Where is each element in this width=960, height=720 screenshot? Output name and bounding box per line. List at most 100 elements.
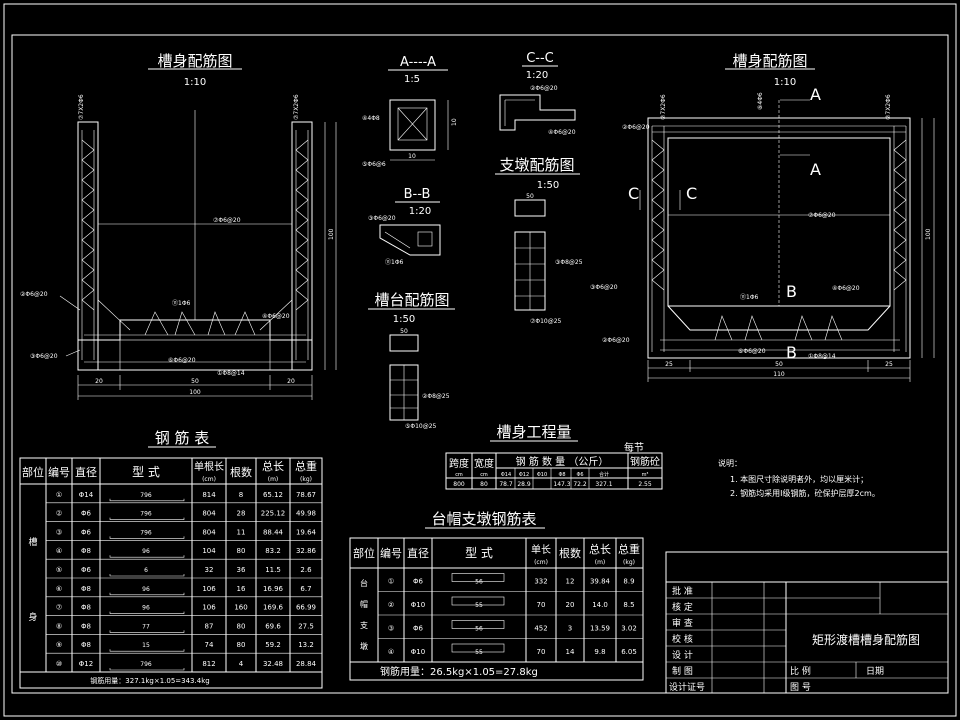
- rebar-cell: 8: [239, 491, 243, 499]
- rebar-cell: 796: [140, 511, 152, 518]
- pier-cell: 13.59: [590, 625, 610, 633]
- pier-cell: ④: [388, 648, 394, 656]
- pier-cell: 55: [475, 649, 483, 656]
- pier-cell: 3.02: [621, 625, 637, 633]
- pier-cell: 39.84: [590, 578, 611, 586]
- section-aa-bar2: ⑤Φ6@6: [362, 161, 386, 168]
- pier-bar2: ⑦Φ10@25: [530, 318, 562, 325]
- rebar-cell: 49.98: [296, 510, 316, 518]
- qty-subheader: cm: [455, 472, 463, 478]
- rebar-cell: 87: [205, 622, 214, 630]
- pier-table-title: 台帽支墩钢筋表: [431, 510, 536, 528]
- rebar-cell: 804: [202, 510, 216, 518]
- pier-col-len-unit: (cm): [534, 559, 548, 566]
- qty-subheader: cm: [480, 472, 488, 478]
- pier-cell: 3: [568, 625, 572, 633]
- rebar-cell: 225.12: [261, 510, 286, 518]
- right-bar4-label: ④Φ6@20: [832, 285, 860, 292]
- rebar-cell: 32.86: [296, 547, 317, 555]
- section-bb-bar3: ③Φ6@20: [368, 215, 396, 222]
- rebar-cell: 80: [237, 547, 246, 555]
- right-view-title: 槽身配筋图: [732, 52, 807, 70]
- rebar-cell: 804: [202, 528, 216, 536]
- left-bar3-label: ③Φ6@20: [30, 353, 58, 360]
- rebar-col-len: 单根长: [194, 460, 224, 473]
- pier-cell: 70: [537, 648, 546, 656]
- title-row-verify: 核 定: [672, 601, 693, 613]
- left-section-view: 槽身配筋图 1:10 ⑦7X2Φ6 ⑦7X2Φ6 ⑦Φ6@20 ②Φ6@20 ③…: [20, 52, 337, 400]
- pier-col-count: 根数: [559, 546, 581, 560]
- right-dim-25a: 25: [665, 361, 673, 368]
- left-bar11-label: ⑪1Φ6: [172, 299, 191, 307]
- rebar-cell: ④: [56, 547, 62, 555]
- pier-part-1: 台: [360, 578, 368, 588]
- pier-col-total-unit: (m): [595, 559, 606, 566]
- pier-table-footer: 钢筋用量：26.5kg×1.05=27.8kg: [380, 665, 538, 678]
- left-dim-50: 50: [191, 378, 199, 385]
- pier-cell: 56: [475, 579, 483, 586]
- rebar-cell: 65.12: [263, 491, 283, 499]
- rebar-shape-sketch: [109, 592, 185, 596]
- rebar-cell: 796: [140, 529, 152, 536]
- right-bar6-label: ⑥Φ6@20: [738, 348, 766, 355]
- rebar-col-shape: 型 式: [132, 465, 160, 479]
- rebar-cell: 19.64: [296, 528, 317, 536]
- title-row-approve: 批 准: [672, 585, 693, 597]
- rebar-cell: Φ14: [79, 491, 94, 499]
- qty-cell: 72.2: [573, 481, 587, 488]
- pier-part-4: 墩: [360, 641, 368, 651]
- title-row-review: 审 查: [672, 617, 693, 629]
- left-bar1-label: ①Φ8@14: [217, 370, 245, 377]
- title-scale-label: 比 例: [790, 665, 811, 677]
- rebar-part-1: 槽: [28, 536, 37, 548]
- section-mark-c-right: C: [686, 184, 697, 203]
- rebar-cell: 796: [140, 661, 152, 668]
- left-bar6-label: ⑥Φ6@20: [168, 357, 196, 364]
- pier-shape-sketch: [451, 573, 505, 582]
- pier-col-part: 部位: [353, 546, 375, 560]
- rebar-cell: 69.6: [265, 622, 281, 630]
- qty-subheader: 合计: [599, 471, 609, 478]
- pier-view-scale: 1:50: [537, 180, 559, 191]
- quantity-table-title: 槽身工程量: [496, 423, 571, 441]
- right-section-view: 槽身配筋图 1:10 ⑦7X2Φ6 ⑦7X2Φ6 ⑧4Φ6 ⑦Φ6@20 ②Φ6…: [590, 52, 935, 382]
- pier-cell: 332: [534, 578, 547, 586]
- pier-col-total: 总长: [589, 542, 611, 556]
- rebar-cell: ⑦: [56, 604, 62, 612]
- rebar-cell: 796: [140, 492, 152, 499]
- rebar-cell: Φ8: [81, 604, 91, 612]
- pier-col-shape: 型 式: [465, 546, 493, 560]
- rebar-cell: 78.67: [296, 491, 316, 499]
- pier-shape-sketch: [451, 620, 505, 629]
- pier-cell: 8.5: [623, 601, 634, 609]
- right-bar2-label: ②Φ6@20: [622, 124, 650, 131]
- cap-dim: 50: [400, 328, 408, 335]
- rebar-cell: 6.7: [300, 585, 311, 593]
- rebar-cell: 106: [202, 585, 216, 593]
- drawing-name: 矩形渡槽槽身配筋图: [812, 632, 920, 647]
- rebar-shape-sketch: [109, 536, 185, 539]
- qty-subheader: Φ10: [537, 472, 547, 478]
- pier-cell: 20: [566, 601, 575, 609]
- rebar-cell: ②: [56, 510, 62, 518]
- qty-col-span: 跨度: [449, 457, 469, 470]
- rebar-table-footer: 钢筋用量：327.1kg×1.05=343.4kg: [90, 676, 209, 685]
- rebar-cell: 6: [144, 567, 148, 574]
- rebar-shape-sketch: [109, 611, 185, 614]
- pier-cell: 6.05: [621, 648, 637, 656]
- pier-cell: Φ6: [413, 578, 424, 586]
- pier-dim: 50: [526, 193, 534, 200]
- title-row-check: 校 核: [672, 633, 693, 645]
- pier-shape-sketch: [451, 643, 505, 653]
- pier-cell: ①: [388, 578, 394, 586]
- pier-view-title: 支墩配筋图: [499, 156, 574, 174]
- section-bb-title: B--B: [404, 187, 431, 202]
- rebar-cell: ①: [56, 491, 62, 499]
- right-dim-v: 100: [925, 228, 932, 240]
- cap-view-title: 槽台配筋图: [374, 291, 449, 309]
- rebar-shape-sketch: [109, 630, 185, 633]
- rebar-cell: 814: [202, 491, 216, 499]
- note-1: 1. 本图尺寸除说明者外，均以厘米计；: [730, 474, 868, 484]
